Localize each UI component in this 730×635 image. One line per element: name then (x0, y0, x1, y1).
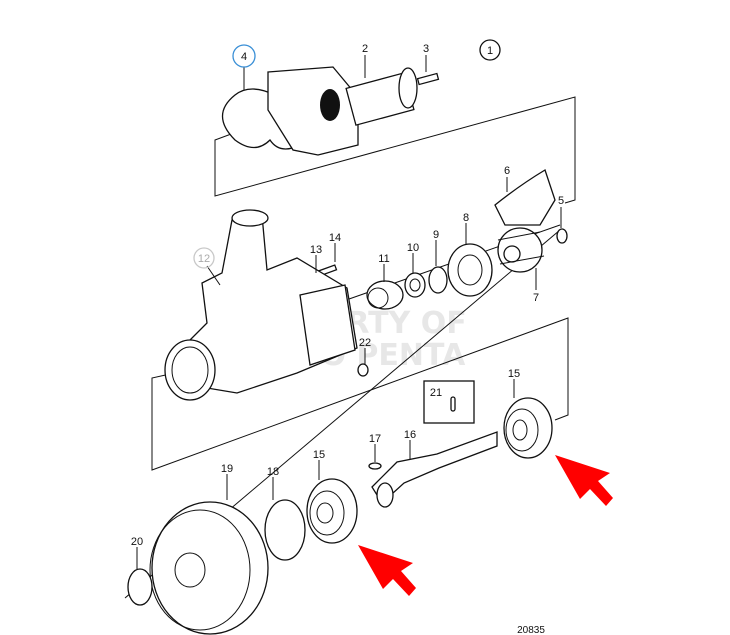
label-15-rear[interactable]: 15 (508, 368, 520, 380)
cover-port (320, 89, 340, 121)
screw-3 (416, 72, 440, 86)
plug-22 (357, 363, 369, 377)
group-circle-1 (479, 39, 501, 61)
label-15-front[interactable]: 15 (313, 449, 325, 461)
label-6[interactable]: 6 (504, 165, 510, 177)
label-19[interactable]: 19 (221, 463, 233, 475)
label-7[interactable]: 7 (533, 292, 539, 304)
leader-lines (136, 55, 562, 570)
label-14[interactable]: 14 (329, 232, 341, 244)
label-17[interactable]: 17 (369, 433, 381, 445)
label-2[interactable]: 2 (362, 43, 368, 55)
label-10[interactable]: 10 (407, 242, 419, 254)
highlight-circle-4 (232, 44, 256, 68)
label-20[interactable]: 20 (131, 536, 143, 548)
circlip-20 (127, 568, 153, 606)
red-arrow-front-bearing (358, 545, 416, 596)
faded-circle-12 (193, 247, 215, 269)
housing-outlet (164, 339, 216, 401)
red-arrow-rear-bearing (555, 455, 613, 506)
label-8[interactable]: 8 (463, 212, 469, 224)
bearing-15-rear (503, 397, 553, 459)
label-16[interactable]: 16 (404, 429, 416, 441)
pulley-19 (151, 501, 269, 635)
cover-outlet-end (398, 67, 418, 109)
impeller-7 (497, 227, 545, 273)
circlip-18 (264, 499, 306, 561)
label-21: 21 (430, 387, 442, 399)
label-3[interactable]: 3 (423, 43, 429, 55)
cover-2 (267, 66, 359, 156)
figure-number: 20835 (517, 625, 545, 635)
impeller-cam-6 (494, 169, 556, 226)
housing-flange (299, 284, 356, 366)
bearing-15-front (306, 478, 358, 544)
circlip-9 (428, 266, 448, 294)
housing-inlet (231, 209, 269, 227)
label-13[interactable]: 13 (310, 244, 322, 256)
cover-frame (214, 96, 576, 204)
label-18[interactable]: 18 (267, 466, 279, 478)
o-ring-5 (556, 228, 568, 244)
housing-frame (151, 317, 569, 471)
washer-10 (404, 272, 426, 298)
key-17 (368, 462, 382, 470)
label-9[interactable]: 9 (433, 229, 439, 241)
kit-box-21 (423, 380, 475, 424)
pin-21 (450, 396, 456, 412)
label-5[interactable]: 5 (558, 195, 564, 207)
label-4[interactable]: 4 (241, 51, 247, 63)
wear-plate-8 (447, 243, 493, 297)
label-11[interactable]: 11 (378, 253, 389, 265)
label-1: 1 (487, 45, 493, 57)
label-22[interactable]: 22 (359, 337, 371, 349)
label-12[interactable]: 12 (198, 253, 210, 265)
